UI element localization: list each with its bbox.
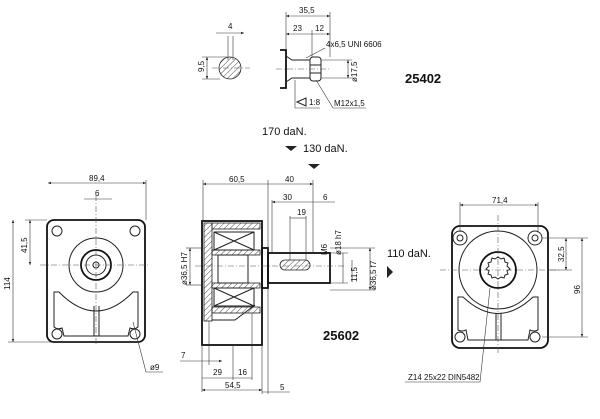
hole-diameter-label: ø9 <box>150 363 160 372</box>
pilot-diameter-dim: ø36,5 H7 <box>180 252 189 285</box>
axial-load-1: 170 daN. <box>262 126 307 138</box>
body-length-dim: 60,5 <box>229 175 245 184</box>
shaft-length-dim: 40 <box>285 175 294 184</box>
section-view: 60,5 40 30 6 19 ø36,5 H7 M6 ø18 h7 11,5 … <box>180 175 378 394</box>
dim-5: 5 <box>280 383 285 392</box>
front-offset-dim: 41,5 <box>20 237 29 253</box>
spigot-diameter-dim: ø36,5 f7 <box>369 260 378 290</box>
front-width-dim: 89,4 <box>89 174 105 183</box>
tapered-shaft-end: 35,5 23 12 4x6,5 UNI 6606 ø17,5 1:8 M12x… <box>276 6 441 109</box>
spline-spec-label: Z14 25x22 DIN5482 <box>408 373 480 382</box>
taper-length-dim: 23 <box>293 24 302 33</box>
dim-29: 29 <box>213 368 222 377</box>
dim-16: 16 <box>238 368 247 377</box>
arrow-icon <box>308 164 320 169</box>
thread-length-dim: 12 <box>315 24 324 33</box>
key-length-dim: 30 <box>283 193 292 202</box>
key-height-dim: 11,5 <box>350 266 359 282</box>
taper-label: 1:8 <box>309 98 321 107</box>
rear-view: 71,4 32,5 96 Z14 25x22 DIN5482 <box>405 196 588 383</box>
front-height-dim: 114 <box>3 277 12 290</box>
shaft-cross-section: 4 9,5 <box>197 22 250 80</box>
axial-load-2: 130 daN. <box>303 143 348 155</box>
thread-label: M12x1,5 <box>334 99 365 108</box>
shaft-diameter-dim: ø17,5 <box>350 61 359 82</box>
hole-spacing-dim: 71,4 <box>492 196 508 205</box>
key-spec-label: 4x6,5 UNI 6606 <box>326 40 382 49</box>
key-offset-dim: 6 <box>323 193 328 202</box>
thread-depth-dim: 19 <box>297 208 306 217</box>
load-annotations: 170 daN. 130 daN. 110 daN. <box>262 126 431 278</box>
dim-54-5: 54,5 <box>225 381 241 390</box>
total-length-dim: 35,5 <box>299 6 315 15</box>
part-number-25602: 25602 <box>323 328 359 343</box>
part-number-25402: 25402 <box>405 71 441 86</box>
shaft-diameter-dim: ø18 h7 <box>334 230 343 255</box>
radial-load: 110 daN. <box>387 248 431 260</box>
key-depth-dim: 9,5 <box>197 60 206 72</box>
arrow-icon <box>387 266 393 278</box>
rear-height-dim: 96 <box>573 285 582 294</box>
front-view: 89,4 6 41,5 114 ø9 <box>3 174 163 373</box>
arrow-icon <box>285 146 297 151</box>
key-width-dim: 4 <box>228 22 233 31</box>
thread-size-dim: M6 <box>320 243 329 255</box>
rear-offset-dim: 32,5 <box>557 246 566 262</box>
dim-7: 7 <box>181 351 186 360</box>
front-key-dim: 6 <box>95 189 100 198</box>
